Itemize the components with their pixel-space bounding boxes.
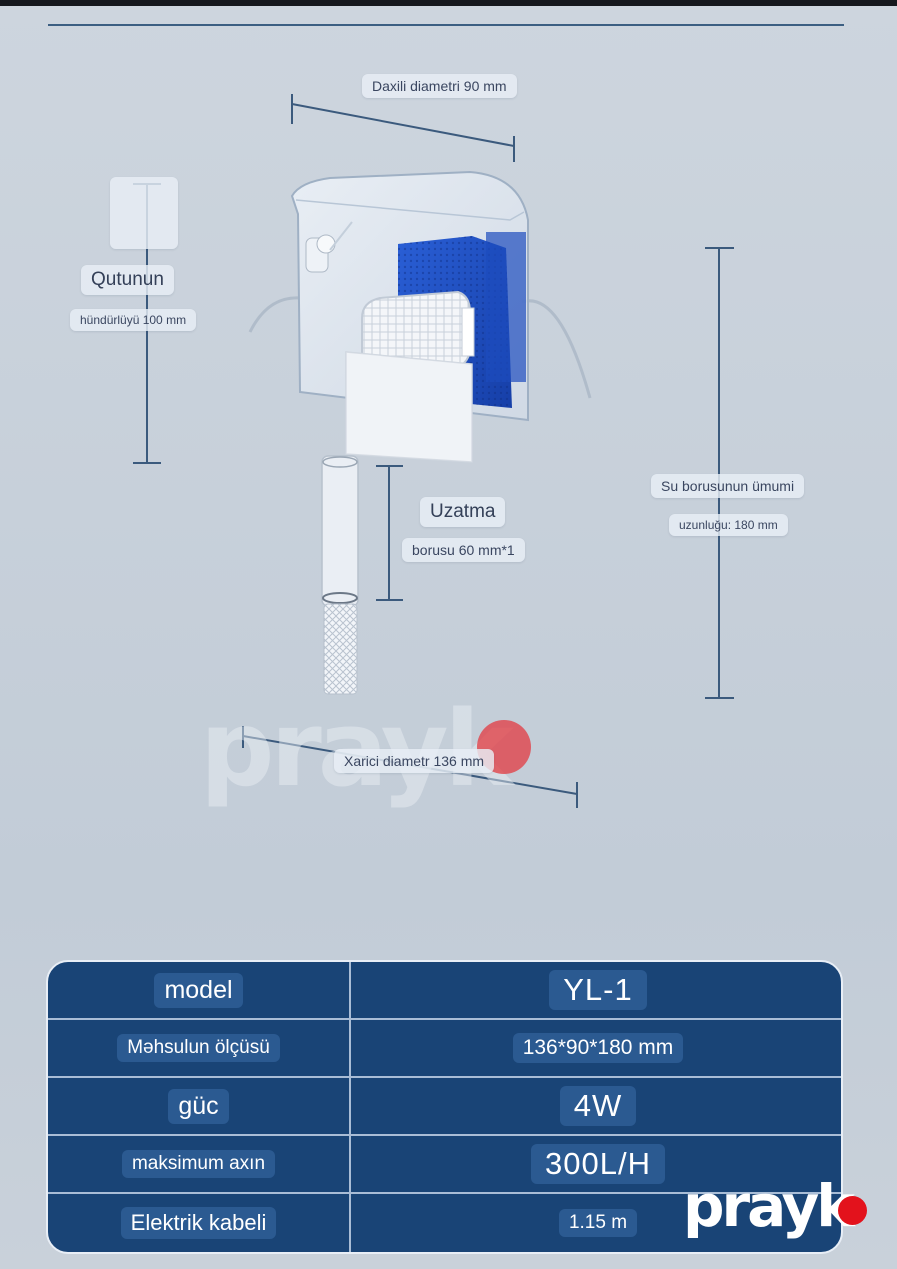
spec-key: Məhsulun ölçüsü — [117, 1034, 280, 1062]
spec-value: 4W — [559, 1086, 637, 1126]
box-height-value: hündürlüyü 100 mm — [70, 309, 197, 331]
top-divider — [48, 24, 844, 26]
top-bar — [0, 0, 897, 6]
spec-row-size: Məhsulun ölçüsü 136*90*180 mm — [48, 1020, 841, 1078]
spec-value: 1.15 m — [558, 1209, 638, 1237]
box-height-title: Qutunun — [81, 265, 174, 295]
product-diagram — [133, 94, 734, 808]
brand-dot — [838, 1196, 867, 1225]
spec-key: maksimum axın — [121, 1150, 276, 1178]
extension-value: borusu 60 mm*1 — [402, 538, 525, 562]
spec-row-power: güc 4W — [48, 1078, 841, 1136]
spec-row-flow: maksimum axın 300L/H — [48, 1136, 841, 1194]
pipe-total-value: uzunluğu: 180 mm — [669, 514, 788, 536]
outer-diameter-label: Xarici diametr 136 mm — [334, 749, 495, 773]
spec-key: model — [154, 972, 243, 1008]
spec-value: YL-1 — [549, 970, 647, 1010]
spec-value: 136*90*180 mm — [512, 1033, 684, 1063]
spec-row-model: model YL-1 — [48, 962, 841, 1020]
spec-key: Elektrik kabeli — [120, 1207, 277, 1239]
extension-title: Uzatma — [420, 497, 506, 527]
brand-logo: prayk — [683, 1172, 855, 1240]
spec-table: model YL-1 Məhsulun ölçüsü 136*90*180 mm… — [46, 960, 843, 1254]
pipe-total-title: Su borusunun ümumi — [651, 474, 805, 498]
spec-row-cable: Elektrik kabeli 1.15 m — [48, 1194, 841, 1252]
spec-value: 300L/H — [531, 1144, 665, 1184]
label-placeholder — [110, 177, 178, 249]
inner-diameter-label: Daxili diametri 90 mm — [362, 74, 517, 98]
spec-key: güc — [168, 1088, 229, 1124]
